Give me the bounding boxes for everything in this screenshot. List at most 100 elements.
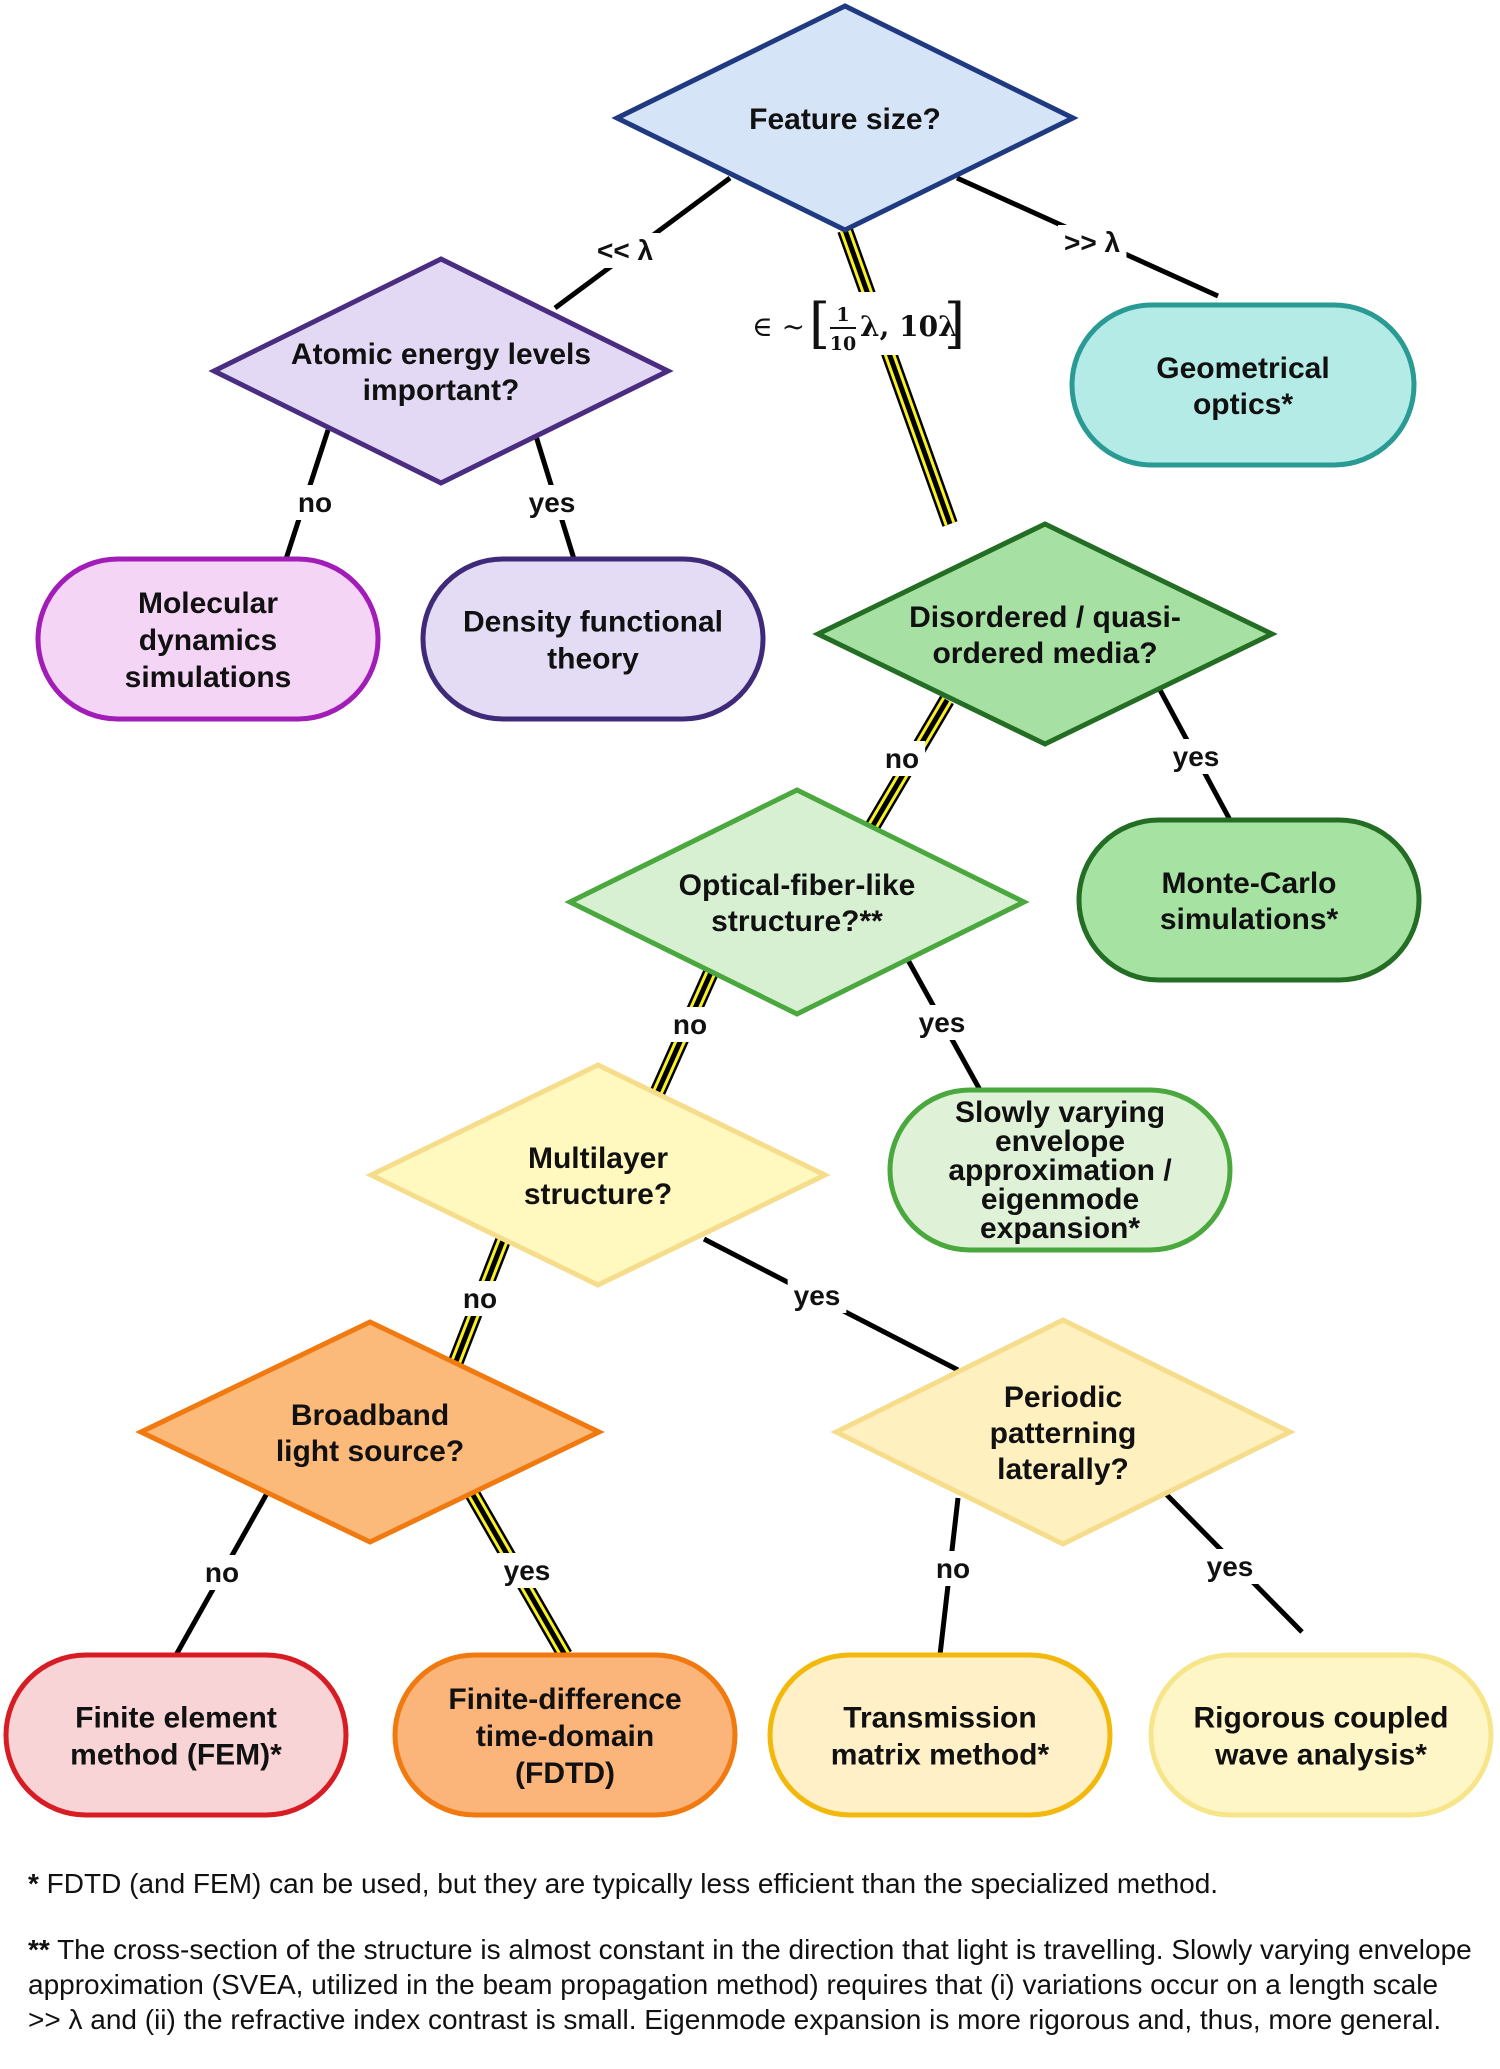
node-tmm: Transmission matrix method*: [767, 1652, 1113, 1818]
method-terminal: [1148, 1652, 1494, 1818]
node-label-line: Feature size?: [749, 103, 941, 136]
edge-label-disordered-yes: yes: [1173, 741, 1220, 772]
decision-diamond: [365, 1062, 831, 1288]
flowchart: Feature size? Atomic energy levelsimporta…: [3, 3, 1494, 1818]
node-label-line: matrix method*: [831, 1738, 1050, 1771]
node-label-line: Periodic: [1004, 1381, 1122, 1414]
edge-label-background: [1166, 739, 1226, 774]
node-label-line: Rigorous coupled: [1194, 1701, 1449, 1734]
node-label-line: laterally?: [997, 1453, 1129, 1486]
node-label-line: Atomic energy levels: [291, 338, 591, 371]
edge-label-multilayer-yes: yes: [794, 1280, 841, 1311]
edge-label-background: [1200, 1549, 1260, 1584]
edge-label-small-features: << λ: [597, 235, 653, 266]
node-label-line: wave analysis*: [1214, 1738, 1427, 1771]
edge-label-background: [497, 1553, 557, 1588]
edge-line: [842, 229, 953, 525]
node-feature-size: Feature size?: [611, 3, 1079, 233]
node-label-line: structure?**: [711, 905, 883, 938]
edge-label-background: [198, 1555, 246, 1590]
node-label-line: approximation /: [948, 1154, 1172, 1187]
node-label-line: Transmission: [843, 1701, 1036, 1734]
decision-diamond: [564, 787, 1030, 1017]
node-label-line: envelope: [995, 1125, 1125, 1158]
node-fem: Finite element method (FEM)*: [3, 1652, 349, 1818]
node-label-line: Molecular: [138, 587, 278, 620]
footnote-marker: *: [28, 1868, 39, 1899]
method-terminal: [3, 1652, 349, 1818]
edge-labels-layer: << λ >> λ ∈ ~ [ 1 10 λ, 10λ ] no yes no …: [198, 225, 1260, 1590]
range-element-of-symbol: ∈ ~: [752, 310, 805, 343]
edge-label-background: [291, 485, 339, 520]
edge-label-multilayer-no: no: [463, 1283, 497, 1314]
edge-label-broadband-yes: yes: [504, 1555, 551, 1586]
node-label-line: expansion*: [980, 1212, 1140, 1245]
node-label-line: method (FEM)*: [70, 1738, 282, 1771]
edge-label-background: [666, 1007, 714, 1042]
node-label-line: theory: [547, 642, 639, 675]
edge-label-fiber-no: no: [673, 1009, 707, 1040]
method-terminal: [767, 1652, 1113, 1818]
footnote-marker: **: [28, 1934, 50, 1965]
edge-label-background: [878, 741, 926, 776]
node-label-line: light source?: [276, 1435, 464, 1468]
edge-label-atomic-yes: yes: [529, 487, 576, 518]
node-label-line: Multilayer: [528, 1142, 668, 1175]
decision-diamond: [208, 256, 674, 486]
node-label-line: eigenmode: [981, 1183, 1139, 1216]
node-label-line: simulations*: [1160, 903, 1339, 936]
node-label-line: ordered media?: [932, 637, 1157, 670]
edge-label-broadband-no: no: [205, 1557, 239, 1588]
range-left-bracket: [: [809, 292, 830, 355]
range-fraction-denominator: 10: [830, 333, 856, 355]
footnote-text: The cross-section of the structure is al…: [28, 1934, 1472, 2035]
edge-label-background: [912, 1005, 972, 1040]
footnote-single-asterisk: * FDTD (and FEM) can be used, but they a…: [28, 1866, 1478, 1901]
node-rcwa: Rigorous coupled wave analysis*: [1148, 1652, 1494, 1818]
node-label-line: Disordered / quasi-: [909, 601, 1181, 634]
node-label-line: optics*: [1193, 388, 1293, 421]
node-label-line: patterning: [990, 1417, 1137, 1450]
method-terminal: [420, 556, 766, 722]
decision-diamond: [611, 3, 1079, 233]
edge-label-background: [1057, 225, 1127, 260]
method-terminal: [887, 1087, 1233, 1253]
node-label-line: time-domain: [476, 1720, 654, 1753]
node-label-line: Slowly varying: [955, 1096, 1165, 1129]
edge-label-periodic-yes: yes: [1207, 1551, 1254, 1582]
footnote-text: FDTD (and FEM) can be used, but they are…: [38, 1868, 1219, 1899]
edge-label-background: [590, 233, 660, 268]
method-terminal: [392, 1652, 738, 1818]
node-label-line: Finite element: [75, 1701, 277, 1734]
edge-label-periodic-no: no: [936, 1553, 970, 1584]
edge-label-background: [522, 485, 582, 520]
range-fraction-numerator: 1: [836, 304, 849, 326]
node-label-line: Monte-Carlo: [1162, 867, 1337, 900]
method-terminal: [35, 556, 381, 722]
decision-diamond: [830, 1317, 1296, 1547]
node-label-line: simulations: [125, 661, 292, 694]
method-terminal: [1076, 817, 1422, 983]
node-molecular: Molecular dynamics simulations: [35, 556, 381, 722]
edge-label-wavelength-range: ∈ ~ [ 1 10 λ, 10λ ]: [746, 292, 972, 355]
footnote-double-asterisk: ** The cross-section of the structure is…: [28, 1932, 1478, 2037]
node-label-line: structure?: [524, 1178, 672, 1211]
node-label-line: Density functional: [463, 605, 723, 638]
decision-diamond: [135, 1319, 605, 1545]
node-label-line: dynamics: [139, 624, 277, 657]
node-label-line: Finite-difference: [448, 1683, 681, 1716]
edge-label-background: [929, 1551, 977, 1586]
range-right-bracket: ]: [944, 292, 965, 355]
node-label-line: important?: [363, 374, 520, 407]
edge-label-disordered-no: no: [885, 743, 919, 774]
decision-diamond: [812, 521, 1278, 747]
edge-label-background: [787, 1278, 847, 1313]
node-dft: Density functional theory: [420, 556, 766, 722]
